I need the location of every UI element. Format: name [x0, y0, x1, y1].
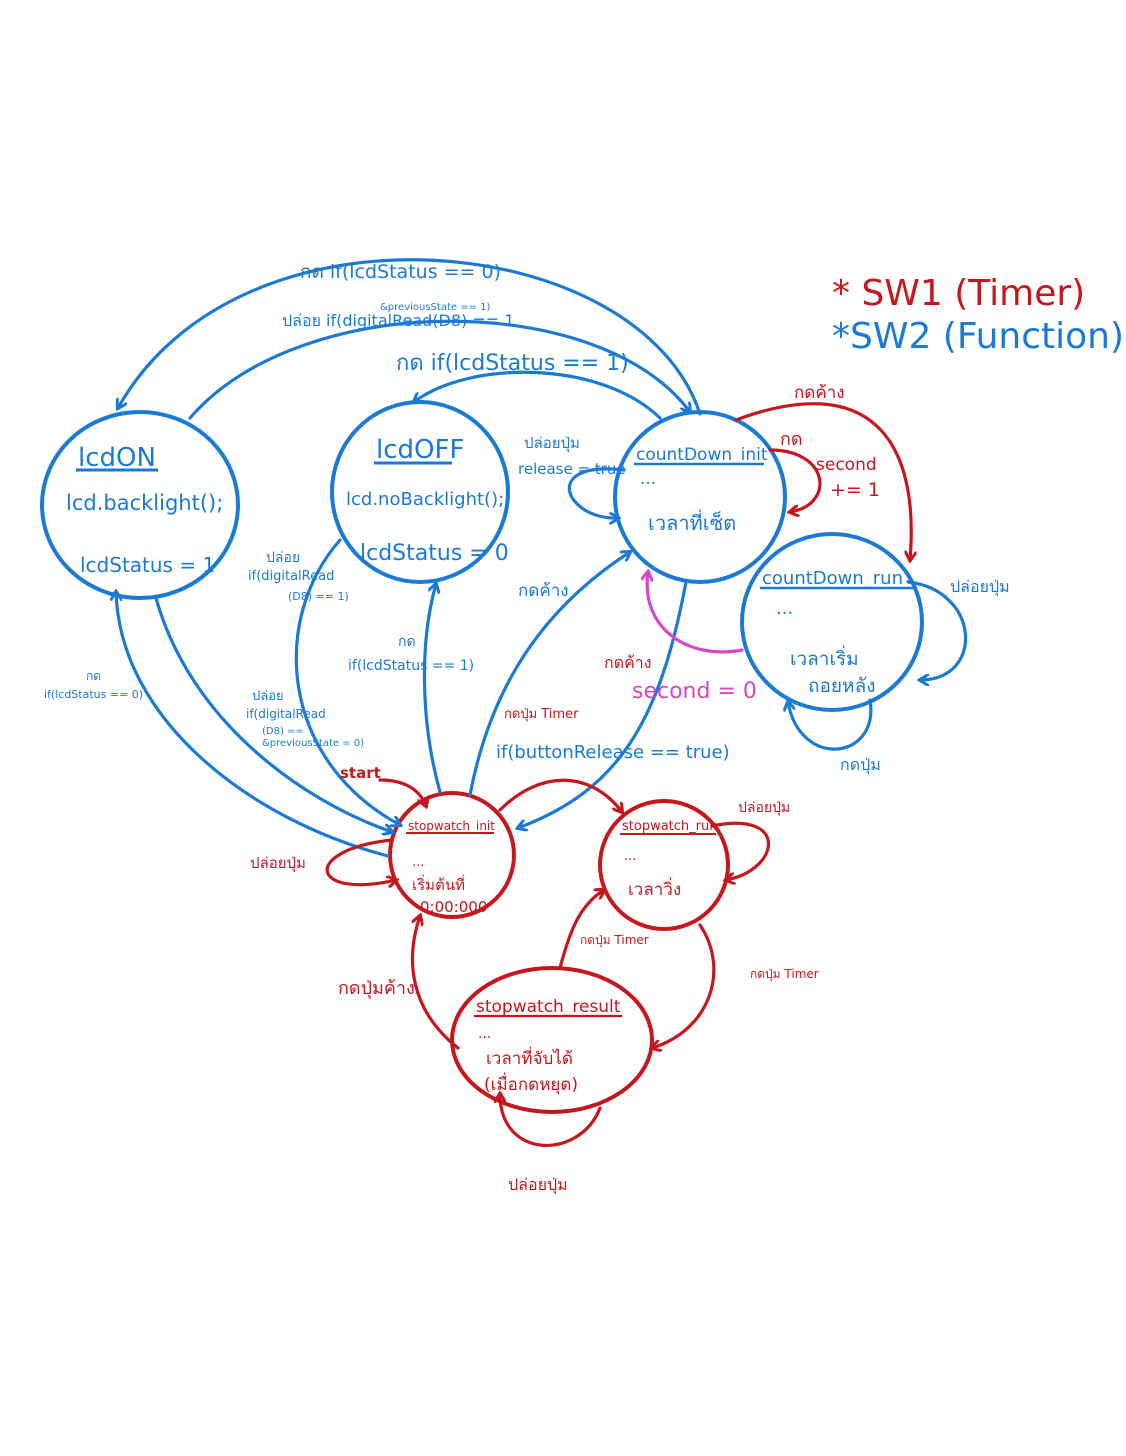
label-far-left-2: if(lcdStatus == 0) [44, 688, 143, 701]
label-release-true-2: release = true [518, 460, 626, 478]
edge-lcdon-to-swinit [154, 596, 392, 832]
label-left-release-5: if(digitalRead [246, 707, 326, 721]
legend-sw1: * SW1 (Timer) [832, 273, 1085, 314]
state-lcd-off-title: lcdOFF [376, 435, 464, 465]
state-lcd-on: lcdON lcd.backlight(); lcdStatus = 1 [40, 410, 240, 600]
state-lcd-on-line1: lcd.backlight(); [66, 491, 223, 515]
label-mid-press: กด if(lcdStatus == 1) [396, 351, 629, 376]
state-stopwatch-result: stopwatch_result ... เวลาที่จับได้ (เมื่… [450, 966, 654, 1114]
label-swinit-release: ปล่อยปุ่ม [250, 854, 306, 873]
label-far-left-1: กด [86, 669, 101, 683]
state-stopwatch-result-title: stopwatch_result [476, 997, 621, 1017]
label-left-release-1: ปล่อย [266, 550, 300, 566]
state-stopwatch-result-line1: ... [478, 1026, 491, 1042]
edge-countinit-second-loop [768, 448, 822, 512]
label-release-true-1: ปล่อยปุ่ม [524, 434, 580, 453]
state-stopwatch-run: stopwatch_run ... เวลาวิ่ง [598, 799, 730, 931]
edge-swresult-to-swrun [558, 890, 604, 970]
state-lcd-on-line2: lcdStatus = 1 [80, 553, 215, 577]
edge-swinit-to-lcdoff [422, 584, 442, 794]
label-top-release: ปล่อย if(digitalRead(D8) == 1 [282, 311, 514, 330]
edge-swinit-selfloop [325, 838, 396, 885]
label-left-release-4: ปล่อย [252, 689, 284, 704]
legend-sw2: *SW2 (Function) [832, 316, 1124, 357]
label-center-press-1: กด [398, 634, 416, 650]
state-lcd-off-line2: lcdStatus = 0 [360, 541, 509, 566]
label-button-release: if(buttonRelease == true) [496, 742, 730, 763]
edge-countinit-to-swinit [518, 580, 688, 828]
label-timer-press-2: กดปุ่ม Timer [580, 933, 649, 948]
label-left-release-2: if(digitalRead [248, 569, 334, 584]
legend: * SW1 (Timer) *SW2 (Function) [832, 273, 1124, 357]
edge-swinit-to-swrun [498, 778, 622, 812]
label-hold-top: กดค้าง [794, 383, 845, 403]
edge-countrun-to-countinit [647, 572, 744, 654]
label-press-btn-bottom: กดปุ่ม [840, 755, 881, 775]
edge-swrun-to-swresult [652, 923, 716, 1048]
edge-countinit-to-lcdon [118, 258, 702, 416]
label-press: กด [780, 429, 803, 450]
state-stopwatch-run-line1: ... [624, 849, 636, 864]
edge-countrun-selfloop-bottom [788, 700, 873, 751]
edge-swresult-selfloop [500, 1094, 602, 1147]
state-countdown-run-line2: เวลาเริ่ม [790, 645, 859, 670]
state-countdown-run: countDown_run ... เวลาเริ่ม ถอยหลัง [740, 532, 924, 712]
state-stopwatch-run-line2: เวลาวิ่ง [628, 877, 681, 900]
edge-swrun-selfloop [710, 821, 771, 880]
edge-countinit-to-countrun [734, 402, 911, 560]
state-lcd-on-title: lcdON [78, 443, 156, 473]
state-countdown-init-line2: เวลาที่เซ็ต [648, 509, 736, 535]
state-stopwatch-init-line2: เริ่มต้นที่ [412, 874, 465, 894]
state-countdown-init-line1: ... [640, 469, 656, 489]
blue-transitions [116, 258, 967, 858]
edge-lcdoff-to-swinit [294, 538, 400, 825]
state-lcd-off-line1: lcd.noBacklight(); [346, 489, 504, 510]
edge-start [378, 778, 426, 806]
state-countdown-run-title: countDown_run [762, 568, 903, 589]
label-hold-mid: กดค้าง [518, 581, 569, 601]
state-stopwatch-init: stopwatch_init ... เริ่มต้นที่ 0:00:000 [388, 791, 516, 919]
label-left-release-7: &previousState = 0) [262, 738, 364, 749]
label-top-press: กด if(lcdStatus == 0) [300, 261, 501, 283]
label-top-release-sub: &previousState == 1) [380, 302, 490, 313]
label-second-inc-1: second [816, 455, 877, 475]
state-stopwatch-init-line3: 0:00:000 [420, 898, 487, 916]
transition-labels: กด if(lcdStatus == 0) ปล่อย if(digitalRe… [44, 261, 1010, 1195]
edge-countinit-selfloop [567, 467, 626, 518]
label-timer-press-3: กดปุ่ม Timer [750, 967, 819, 982]
state-countdown-run-line3: ถอยหลัง [808, 675, 876, 697]
edge-swinit-to-countinit [468, 552, 630, 797]
label-release-btn-right: ปล่อยปุ่ม [950, 577, 1010, 597]
state-stopwatch-init-title: stopwatch_init [408, 819, 495, 833]
state-stopwatch-run-title: stopwatch_run [622, 819, 717, 834]
red-transitions [325, 402, 911, 1147]
label-left-release-6: (D8) == [262, 726, 304, 737]
label-second-inc-2: += 1 [830, 479, 880, 501]
label-second-zero: second = 0 [632, 679, 757, 704]
edge-countinit-to-lcdoff [414, 370, 662, 420]
edge-swinit-to-lcdon [116, 592, 390, 858]
edge-countrun-selfloop-right [906, 580, 967, 680]
state-stopwatch-init-line1: ... [412, 855, 424, 870]
edge-lcdon-to-countinit [188, 319, 690, 420]
label-start: start [340, 764, 381, 782]
label-result-release: ปล่อยปุ่ม [508, 1175, 568, 1195]
label-center-press-2: if(lcdStatus == 1) [348, 658, 474, 674]
label-hold-reset: กดปุ่มค้าง [338, 978, 415, 999]
state-stopwatch-result-line2: เวลาที่จับได้ [486, 1046, 573, 1069]
label-timer-press: กดปุ่ม Timer [504, 707, 579, 722]
label-swrun-release: ปล่อยปุ่ม [738, 800, 790, 816]
state-lcd-off: lcdOFF lcd.noBacklight(); lcdStatus = 0 [330, 400, 510, 584]
edge-swresult-to-swinit [410, 916, 460, 1050]
state-countdown-init: countDown_init ... เวลาที่เซ็ต [613, 410, 787, 584]
label-hold-pink: กดค้าง [604, 653, 652, 672]
state-stopwatch-result-line3: (เมื่อกดหยุด) [484, 1072, 578, 1095]
state-countdown-run-line1: ... [776, 598, 793, 619]
state-countdown-init-title: countDown_init [636, 445, 768, 465]
label-left-release-3: (D8) == 1) [288, 590, 349, 603]
